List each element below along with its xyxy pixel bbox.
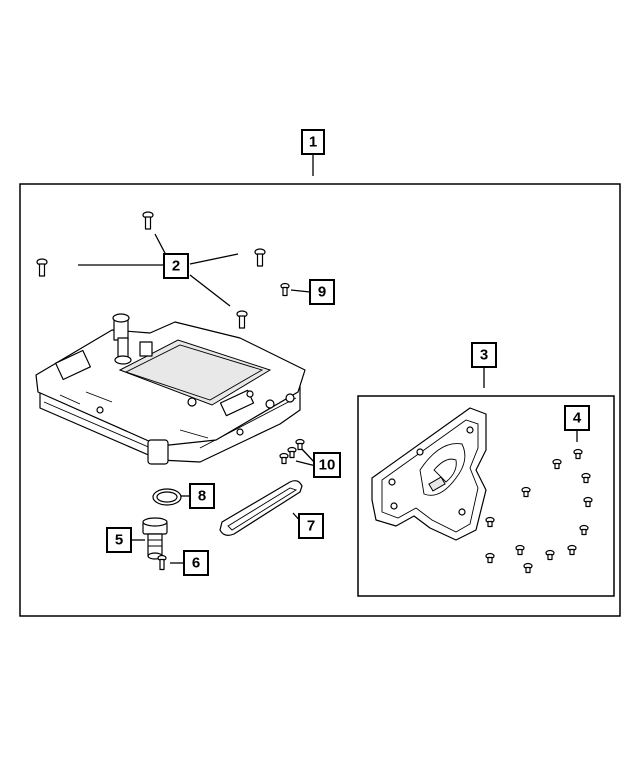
bolt xyxy=(254,248,266,267)
callout-2-label: 2 xyxy=(172,258,180,275)
bolt-6 xyxy=(157,554,167,571)
bolt-group-10 xyxy=(279,438,305,465)
bolt xyxy=(236,310,248,329)
control-module xyxy=(35,313,306,465)
o-ring xyxy=(152,488,182,506)
assembly-frame xyxy=(19,183,621,617)
kit-frame xyxy=(357,395,615,597)
callout-1-label: 1 xyxy=(309,134,317,151)
callout-5: 5 xyxy=(106,527,132,553)
bolt-group-2 xyxy=(36,211,266,329)
speed-sensor xyxy=(142,517,168,560)
callout-1: 1 xyxy=(301,129,325,155)
callout-6-label: 6 xyxy=(192,555,200,572)
bolt xyxy=(36,258,48,277)
callout-10: 10 xyxy=(313,452,341,478)
callout-6: 6 xyxy=(183,550,209,576)
callout-2: 2 xyxy=(163,253,189,279)
bolt xyxy=(142,211,154,230)
callout-4-label: 4 xyxy=(573,410,582,427)
callout-3: 3 xyxy=(471,342,497,368)
bolt-group-4 xyxy=(485,448,593,574)
callout-4: 4 xyxy=(564,405,590,431)
callout-10-label: 10 xyxy=(319,457,336,474)
callout-8: 8 xyxy=(189,483,215,509)
callout-9-label: 9 xyxy=(318,284,326,301)
separator-plate xyxy=(371,407,487,541)
callout-3-label: 3 xyxy=(480,347,488,364)
bolt-9 xyxy=(280,282,290,297)
callout-7-label: 7 xyxy=(307,518,315,535)
callout-7: 7 xyxy=(298,513,324,539)
callout-5-label: 5 xyxy=(115,532,123,549)
callout-8-label: 8 xyxy=(198,488,206,505)
gasket xyxy=(219,480,303,536)
callout-9: 9 xyxy=(309,279,335,305)
